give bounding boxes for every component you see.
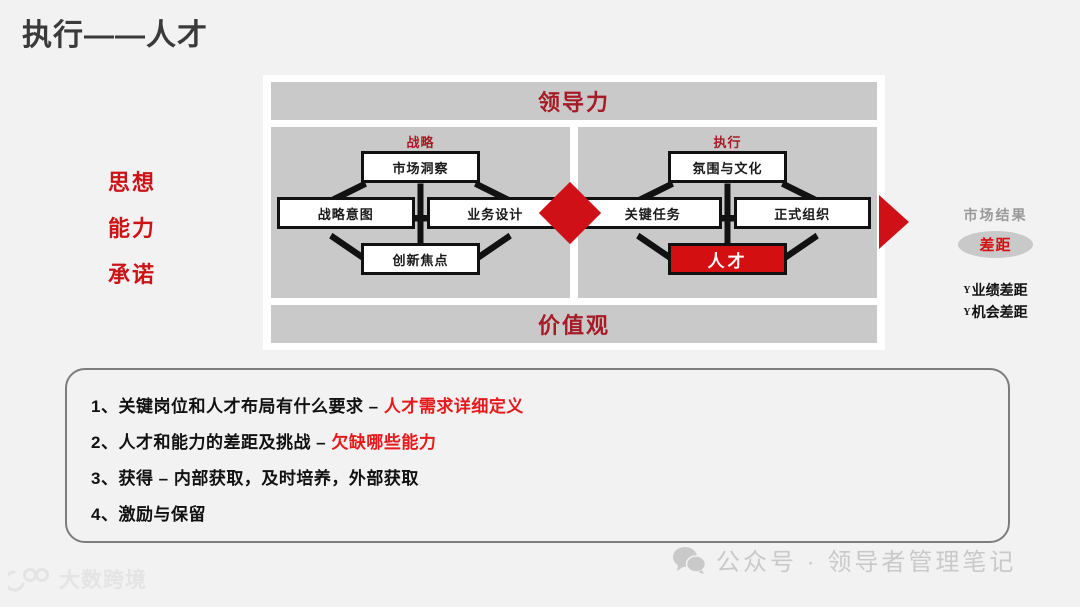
- site-logo-watermark: 大数跨境: [8, 564, 147, 594]
- gap-item-label: 机会差距: [971, 304, 1028, 320]
- strategy-node-cluster: 市场洞察 战略意图 业务设计 创新焦点: [271, 151, 570, 292]
- values-band: 价值观: [271, 305, 877, 343]
- gap-item-label: 业绩差距: [971, 282, 1028, 298]
- left-label-group: 思想 能力 承诺: [108, 172, 156, 286]
- node-market-insight[interactable]: 市场洞察: [360, 151, 481, 183]
- wechat-watermark: 公众号 · 领导者管理笔记: [672, 542, 1016, 577]
- bullet-accent-text: 人才需求详细定义: [383, 397, 524, 416]
- market-result-group: 市场结果 差距 Y业绩差距 Y机会差距: [918, 205, 1073, 322]
- market-result-title: 市场结果: [963, 207, 1028, 223]
- bullet-item-3: 3、获得 – 内部获取，及时培养，外部获取: [91, 464, 1008, 489]
- bullet-panel: 1、关键岗位和人才布局有什么要求 – 人才需求详细定义 2、人才和能力的差距及挑…: [65, 368, 1010, 543]
- node-talent[interactable]: 人才: [667, 243, 788, 275]
- bullet-item-2: 2、人才和能力的差距及挑战 – 欠缺哪些能力: [91, 428, 1008, 453]
- gap-bullet-marker: Y: [963, 307, 971, 318]
- bullet-item-4: 4、激励与保留: [91, 500, 1008, 525]
- panel-execution: 执行 氛围与文化 关键任务 正式组织 人才: [578, 127, 877, 298]
- gap-bullet-marker: Y: [963, 285, 971, 296]
- node-atmosphere-culture[interactable]: 氛围与文化: [667, 151, 788, 183]
- execution-node-cluster: 氛围与文化 关键任务 正式组织 人才: [578, 151, 877, 292]
- gap-item-opportunity: Y机会差距: [963, 302, 1027, 322]
- site-logo-text: 大数跨境: [59, 569, 147, 592]
- bullet-lead-text: 2、人才和能力的差距及挑战 –: [91, 433, 332, 452]
- gap-badge: 差距: [958, 231, 1033, 258]
- bullet-accent-text: 欠缺哪些能力: [331, 433, 437, 452]
- blm-diagram: 领导力 战略 市场洞察 战略意图 业务设计: [263, 75, 885, 350]
- node-innovation-focus[interactable]: 创新焦点: [360, 243, 481, 275]
- bullet-lead-text: 3、获得 – 内部获取，及时培养，外部获取: [91, 469, 419, 488]
- dashu-logo-icon: [8, 568, 49, 592]
- values-band-label: 价值观: [537, 313, 610, 338]
- node-formal-organization[interactable]: 正式组织: [733, 197, 872, 229]
- wechat-watermark-text: 公众号 · 领导者管理笔记: [716, 549, 1017, 576]
- panel-execution-title: 执行: [713, 135, 742, 150]
- left-label-commitment: 承诺: [108, 262, 157, 287]
- node-strategic-intent[interactable]: 战略意图: [276, 197, 415, 229]
- bullet-lead-text: 4、激励与保留: [91, 505, 206, 524]
- gap-item-list: Y业绩差距 Y机会差距: [918, 280, 1073, 322]
- page-title: 执行——人才: [22, 19, 208, 52]
- blm-panels: 战略 市场洞察 战略意图 业务设计 创新焦点: [271, 127, 877, 298]
- left-label-capability: 能力: [108, 216, 157, 241]
- gap-badge-label: 差距: [979, 237, 1012, 254]
- node-key-tasks[interactable]: 关键任务: [583, 197, 722, 229]
- leadership-band-label: 领导力: [537, 90, 610, 115]
- left-label-thought: 思想: [108, 170, 157, 195]
- bullet-item-1: 1、关键岗位和人才布局有什么要求 – 人才需求详细定义: [91, 392, 1008, 417]
- panel-strategy-title: 战略: [406, 135, 435, 150]
- market-result-arrow-icon: [879, 195, 909, 249]
- gap-item-performance: Y业绩差距: [963, 280, 1027, 300]
- leadership-band: 领导力: [271, 82, 877, 120]
- panel-strategy: 战略 市场洞察 战略意图 业务设计 创新焦点: [271, 127, 602, 298]
- wechat-icon: [673, 546, 706, 574]
- bullet-lead-text: 1、关键岗位和人才布局有什么要求 –: [91, 397, 384, 416]
- node-business-design[interactable]: 业务设计: [426, 197, 565, 229]
